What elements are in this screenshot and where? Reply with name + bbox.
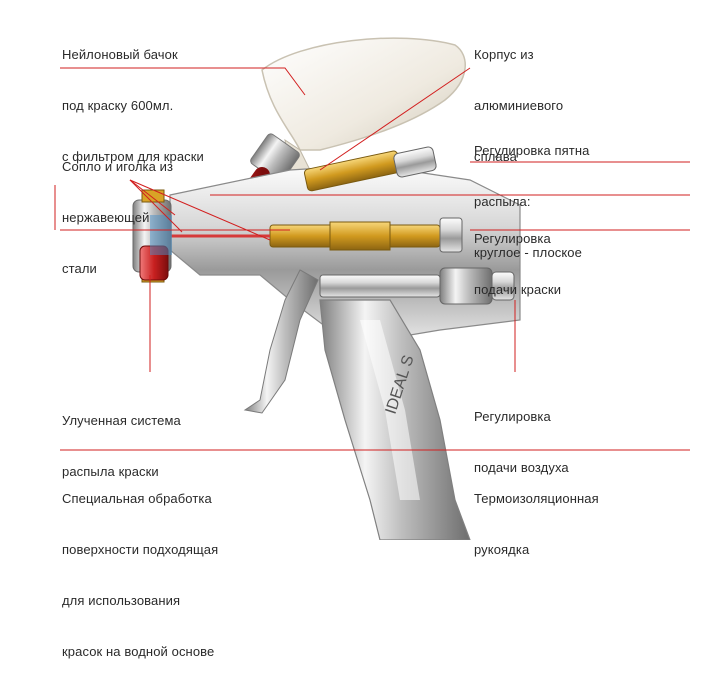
label-spray-pattern: Регулировка пятна распыла: круглое - пло… — [474, 143, 590, 260]
air-cap-nozzle — [132, 189, 172, 283]
spray-gun-illustration: IDEAL S — [54, 37, 690, 540]
label-aluminum-body: Корпус из алюминиевого сплава — [474, 47, 564, 164]
label-paint-feed: Регулировка подачи краски — [474, 231, 562, 297]
air-adjuster-assembly — [319, 267, 515, 305]
leader-nylon-cup — [60, 67, 306, 96]
leader-nozzle-3 — [129, 179, 271, 241]
leader-nozzle-2 — [129, 179, 183, 233]
paint-needle-assembly — [150, 217, 463, 253]
leader-nozzle-1 — [129, 179, 176, 216]
label-handle: Термоизоляционная рукоядка — [474, 491, 599, 557]
label-nylon-cup: Нейлоновый бачок под краску 600мл. с фил… — [62, 47, 204, 164]
spray-gun-diagram: IDEAL S Нейлоновый бачок под краску 600м… — [54, 37, 690, 659]
label-spray-system: Улученная система распыла краски — [62, 413, 181, 479]
label-nozzle-needle: Сопло и иголка из нержавеющей стали — [62, 159, 174, 276]
pattern-adjuster-assembly — [303, 146, 437, 192]
label-air-feed: Регулировка подачи воздуха — [474, 409, 569, 475]
gun-body — [169, 164, 521, 540]
leader-aluminum-body — [319, 67, 471, 171]
leader-lines — [54, 67, 690, 451]
label-surface-treatment: Специальная обработка поверхности подход… — [62, 491, 219, 659]
